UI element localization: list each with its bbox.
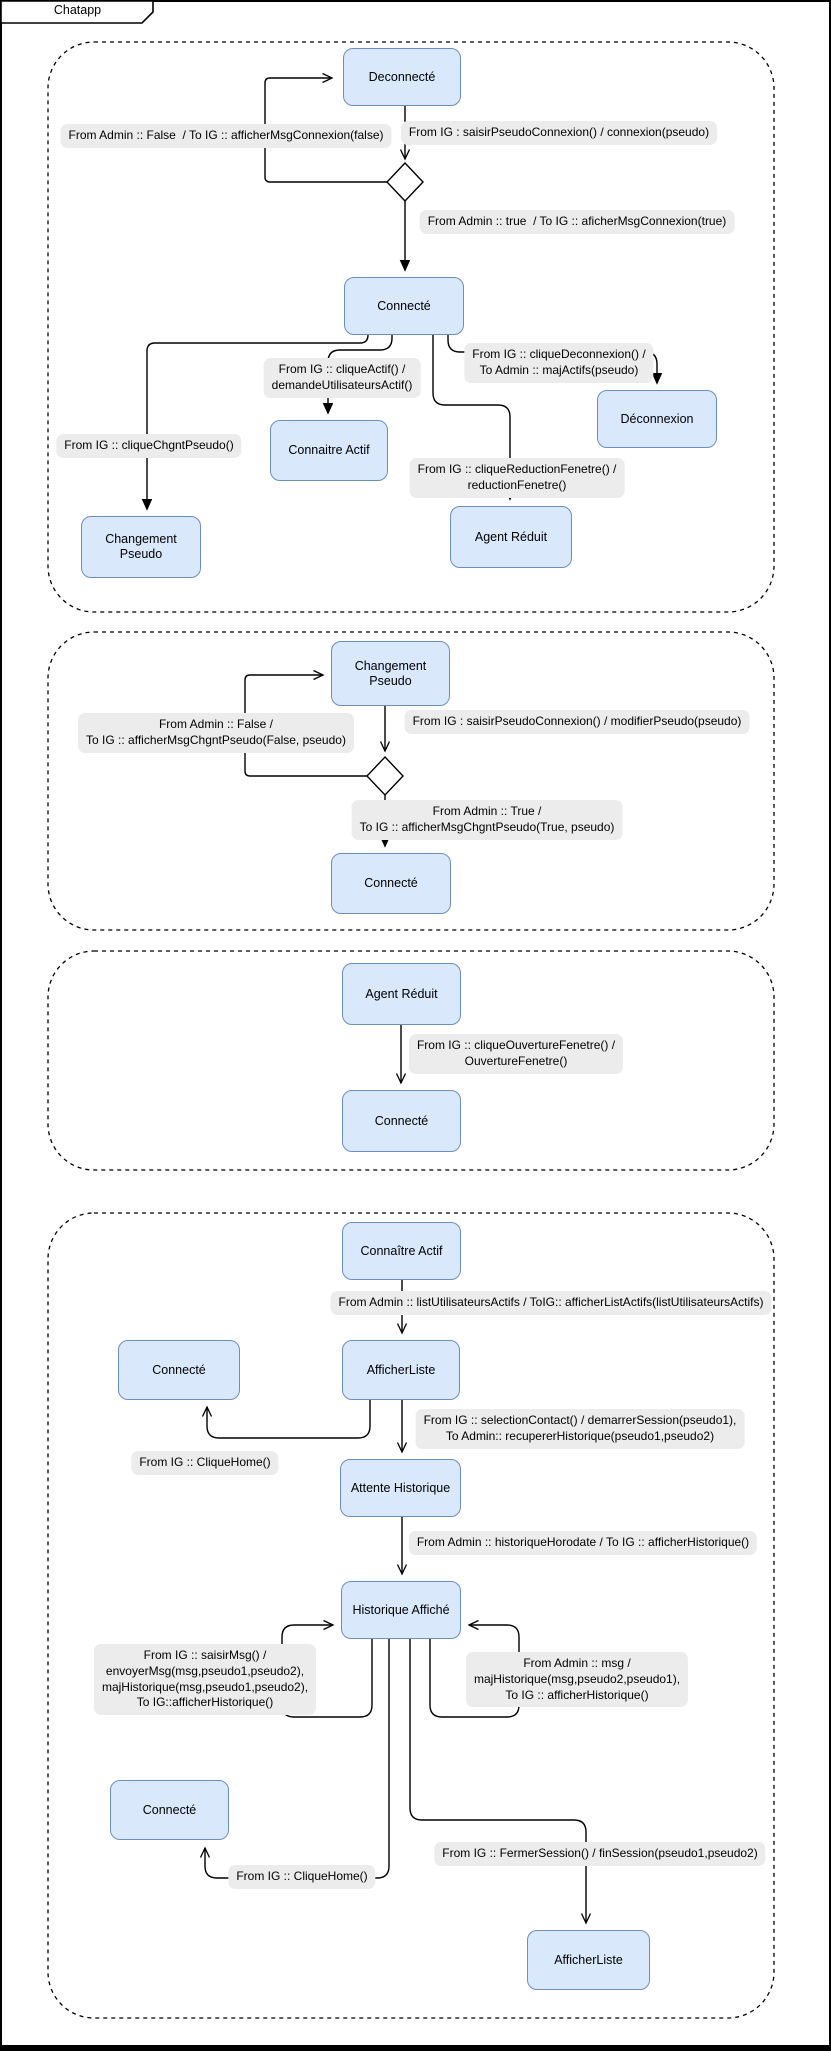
page-border-bottom [0,2045,831,2051]
state-connecte-5[interactable]: Connecté [110,1780,229,1840]
state-agent-reduit-1[interactable]: Agent Réduit [450,506,572,568]
state-connecte-1[interactable]: Connecté [344,277,464,335]
label-clique-home-2[interactable]: From IG :: CliqueHome() [228,1865,376,1889]
state-changement-pseudo-1[interactable]: Changement Pseudo [81,516,201,578]
label-saisir-pseudo-connexion[interactable]: From IG : saisirPseudoConnexion() / conn… [400,121,718,145]
label-admin-msg[interactable]: From Admin :: msg / majHistorique(msg,ps… [465,1652,689,1708]
state-connaitre-actif-1[interactable]: Connaitre Actif [270,420,388,481]
state-historique-affiche[interactable]: Historique Affiché [341,1581,461,1639]
label-admin-false-1[interactable]: From Admin :: False / To IG :: afficherM… [60,124,392,148]
label-clique-home-1[interactable]: From IG :: CliqueHome() [131,1451,279,1475]
edge-historique-self-right[interactable] [429,1619,520,1718]
label-clique-deconnexion[interactable]: From IG :: cliqueDeconnexion() / To Admi… [464,343,654,383]
region-4-frame [47,1212,775,2019]
region-2-frame [47,631,775,931]
choice-diamond-2[interactable] [366,755,404,797]
state-agent-reduit-2[interactable]: Agent Réduit [342,963,461,1025]
label-historique-horodate[interactable]: From Admin :: historiqueHorodate / To IG… [408,1531,758,1555]
edge-historique-to-afficherliste-bas[interactable] [409,1639,592,1925]
label-clique-ouverture[interactable]: From IG :: cliqueOuvertureFenetre() / Ou… [408,1034,624,1074]
frame-tab-shape [0,0,154,24]
label-clique-chgnt-pseudo[interactable]: From IG :: cliqueChgntPseudo() [56,434,242,458]
label-list-actifs[interactable]: From Admin :: listUtilisateursActifs / T… [330,1291,772,1315]
frame-title: Chatapp [53,3,102,17]
label-fermer-session[interactable]: From IG :: FermerSession() / finSession(… [434,1842,766,1866]
label-admin-false-2[interactable]: From Admin :: False / To IG :: afficherM… [78,713,354,753]
state-afficher-liste-2[interactable]: AfficherListe [527,1930,650,1990]
label-clique-actif[interactable]: From IG :: cliqueActif() / demandeUtilis… [263,358,421,398]
state-attente-historique[interactable]: Attente Historique [340,1459,461,1517]
label-saisir-msg[interactable]: From IG :: saisirMsg() / envoyerMsg(msg,… [93,1644,317,1716]
edge-connecte-to-changement-pseudo[interactable] [147,334,369,509]
label-selection-contact[interactable]: From IG :: selectionContact() / demarrer… [415,1409,745,1449]
region-3-frame [47,950,775,1171]
choice-diamond-1[interactable] [386,161,424,203]
region-1-frame [47,41,775,613]
label-saisir-pseudo-modifier[interactable]: From IG : saisirPseudoConnexion() / modi… [404,710,750,734]
frame-tab: Chatapp [0,0,160,24]
state-connecte-4[interactable]: Connecté [118,1340,240,1400]
edge-connecte-to-agent-reduit[interactable] [432,335,510,499]
state-connecte-3[interactable]: Connecté [342,1090,461,1152]
edge-connecte-to-connaitre-actif[interactable] [328,335,393,413]
label-clique-reduction[interactable]: From IG :: cliqueReductionFenetre() / re… [409,458,625,498]
state-connecte-2[interactable]: Connecté [331,853,451,914]
label-admin-true-1[interactable]: From Admin :: true / To IG :: aficherMsg… [419,210,735,234]
state-deconnexion[interactable]: Déconnexion [597,390,717,448]
state-changement-pseudo-2[interactable]: Changement Pseudo [331,641,450,706]
state-connaitre-actif-2[interactable]: Connaître Actif [342,1222,461,1280]
state-afficher-liste-1[interactable]: AfficherListe [342,1340,460,1400]
label-admin-true-2[interactable]: From Admin :: True / To IG :: afficherMs… [351,800,623,840]
state-deconnecte[interactable]: Deconnecté [343,48,461,106]
edge-afficherliste-to-connecte[interactable] [201,1400,371,1439]
